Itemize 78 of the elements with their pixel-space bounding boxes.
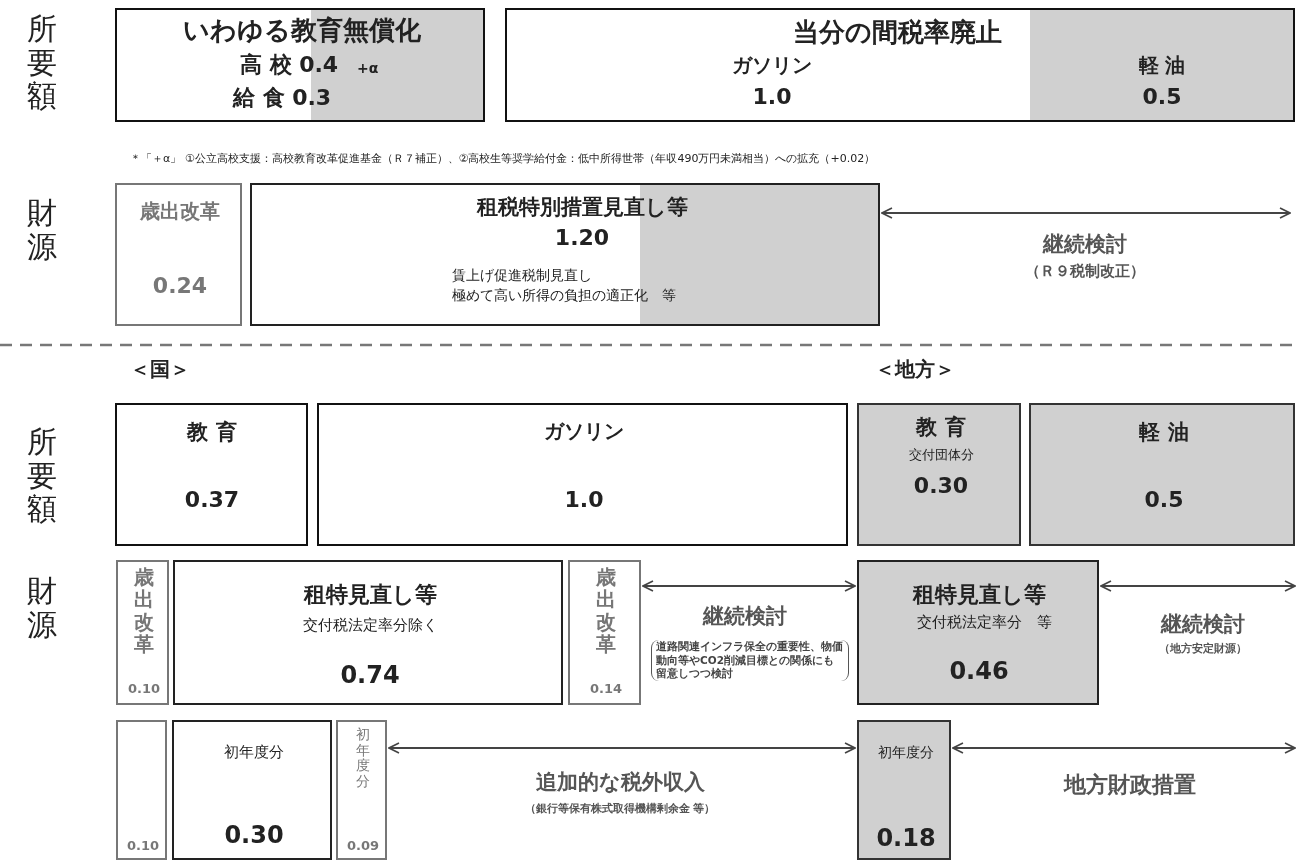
amount-box (173, 560, 563, 705)
amount-box (1029, 403, 1295, 546)
note-text: 交付税法定率分除く (302, 617, 438, 635)
status-text: 継続検討 (1161, 612, 1245, 638)
value-text: 0.10 (126, 839, 160, 854)
note-text: 道路関連インフラ保全の重要性、物価動向等やCO2削減目標との関係にも留意しつつ検討 (651, 640, 849, 681)
amount-box (115, 8, 485, 122)
heading-text: 初年度分 (224, 744, 284, 762)
heading-text: 教 育 (916, 415, 966, 440)
amount-box (857, 403, 1021, 546)
note-text: （地方安定財源） (1159, 642, 1247, 656)
amount-box (336, 720, 387, 860)
value-text: 0.46 (949, 658, 1009, 686)
note-text: （Ｒ９税制改正） (1025, 262, 1145, 280)
section-label: ＜国＞ (130, 357, 190, 381)
amount-box (250, 183, 880, 326)
heading-text: 歳出改革 (133, 566, 155, 656)
status-text: 継続検討 (1043, 232, 1127, 258)
value-text: 0.30 (913, 473, 969, 499)
value-text: 0.14 (589, 682, 623, 697)
heading-text: 歳出改革 (140, 200, 220, 223)
value-text: 1.20 (554, 225, 610, 251)
amount-box (116, 720, 167, 860)
row-label: 所要額 (26, 425, 58, 526)
note-text: （銀行等保有株式取得機構剰余金 等） (524, 802, 716, 816)
heading-text: 初年度分 (355, 727, 371, 790)
row-label: 所要額 (26, 12, 58, 113)
status-text: 地方財政措置 (1064, 772, 1196, 799)
section-label: ＜地方＞ (875, 357, 955, 381)
status-text: 追加的な税外収入 (535, 770, 705, 796)
heading-text: 教 育 (187, 420, 237, 445)
value-text: 0.24 (152, 273, 208, 299)
heading-text: いわゆる教育無償化 (183, 16, 421, 46)
value-note: +α (357, 60, 379, 77)
row-label: 財源 (26, 196, 58, 264)
amount-box (115, 183, 242, 326)
value-text: 0.09 (346, 839, 380, 854)
heading-text: ガソリン (544, 420, 624, 443)
amount-box (172, 720, 332, 860)
note-text: 交付団体分 (908, 448, 974, 463)
amount-box (857, 560, 1099, 705)
heading-text: 租税特別措置見直し等 (476, 195, 688, 220)
heading-text: 当分の間税率廃止 (792, 18, 1002, 48)
note-text: 賃上げ促進税制見直し (452, 267, 592, 284)
double-arrow (881, 207, 1291, 219)
amount-box (116, 560, 169, 705)
value-text: 0.5 (1144, 487, 1184, 513)
double-arrow (1100, 580, 1296, 592)
value-text: 1.0 (564, 487, 604, 513)
heading-text: 租特見直し等 (303, 582, 437, 608)
row-label: 財源 (26, 574, 58, 642)
item-text: 軽 油 (1138, 54, 1186, 77)
item-text: ガソリン (732, 54, 812, 77)
amount-box (857, 720, 951, 860)
value-text: 0.10 (127, 682, 161, 697)
value-text: 0.74 (340, 662, 400, 690)
value-text: 0.18 (876, 825, 936, 853)
heading-text: 歳出改革 (595, 566, 617, 656)
heading-text: 租特見直し等 (912, 582, 1046, 608)
value-text: 0.5 (1142, 84, 1182, 110)
heading-text: 軽 油 (1139, 420, 1189, 445)
note-text: 交付税法定率分 等 (916, 614, 1052, 632)
note-text: 極めて高い所得の負担の適正化 等 (452, 287, 676, 304)
double-arrow (952, 742, 1296, 754)
amount-box (317, 403, 848, 546)
heading-text: 初年度分 (878, 744, 934, 761)
double-arrow (642, 580, 856, 592)
value-text: 0.30 (224, 822, 284, 850)
value-text: 0.37 (184, 487, 240, 513)
status-text: 継続検討 (703, 604, 787, 630)
amount-box (115, 403, 308, 546)
value-text: 高 校 0.4 (239, 52, 339, 78)
value-text: 給 食 0.3 (232, 85, 332, 111)
amount-box (505, 8, 1295, 122)
footnote-text: ＊「＋α」 ①公立高校支援：高校教育改革促進基金（Ｒ７補正）、②高校生等奨学給付金：低中所得世帯（年収490万円未満相当）への拡充（+0.02） (130, 152, 876, 166)
double-arrow (388, 742, 856, 754)
value-text: 1.0 (752, 84, 792, 110)
amount-box (568, 560, 641, 705)
